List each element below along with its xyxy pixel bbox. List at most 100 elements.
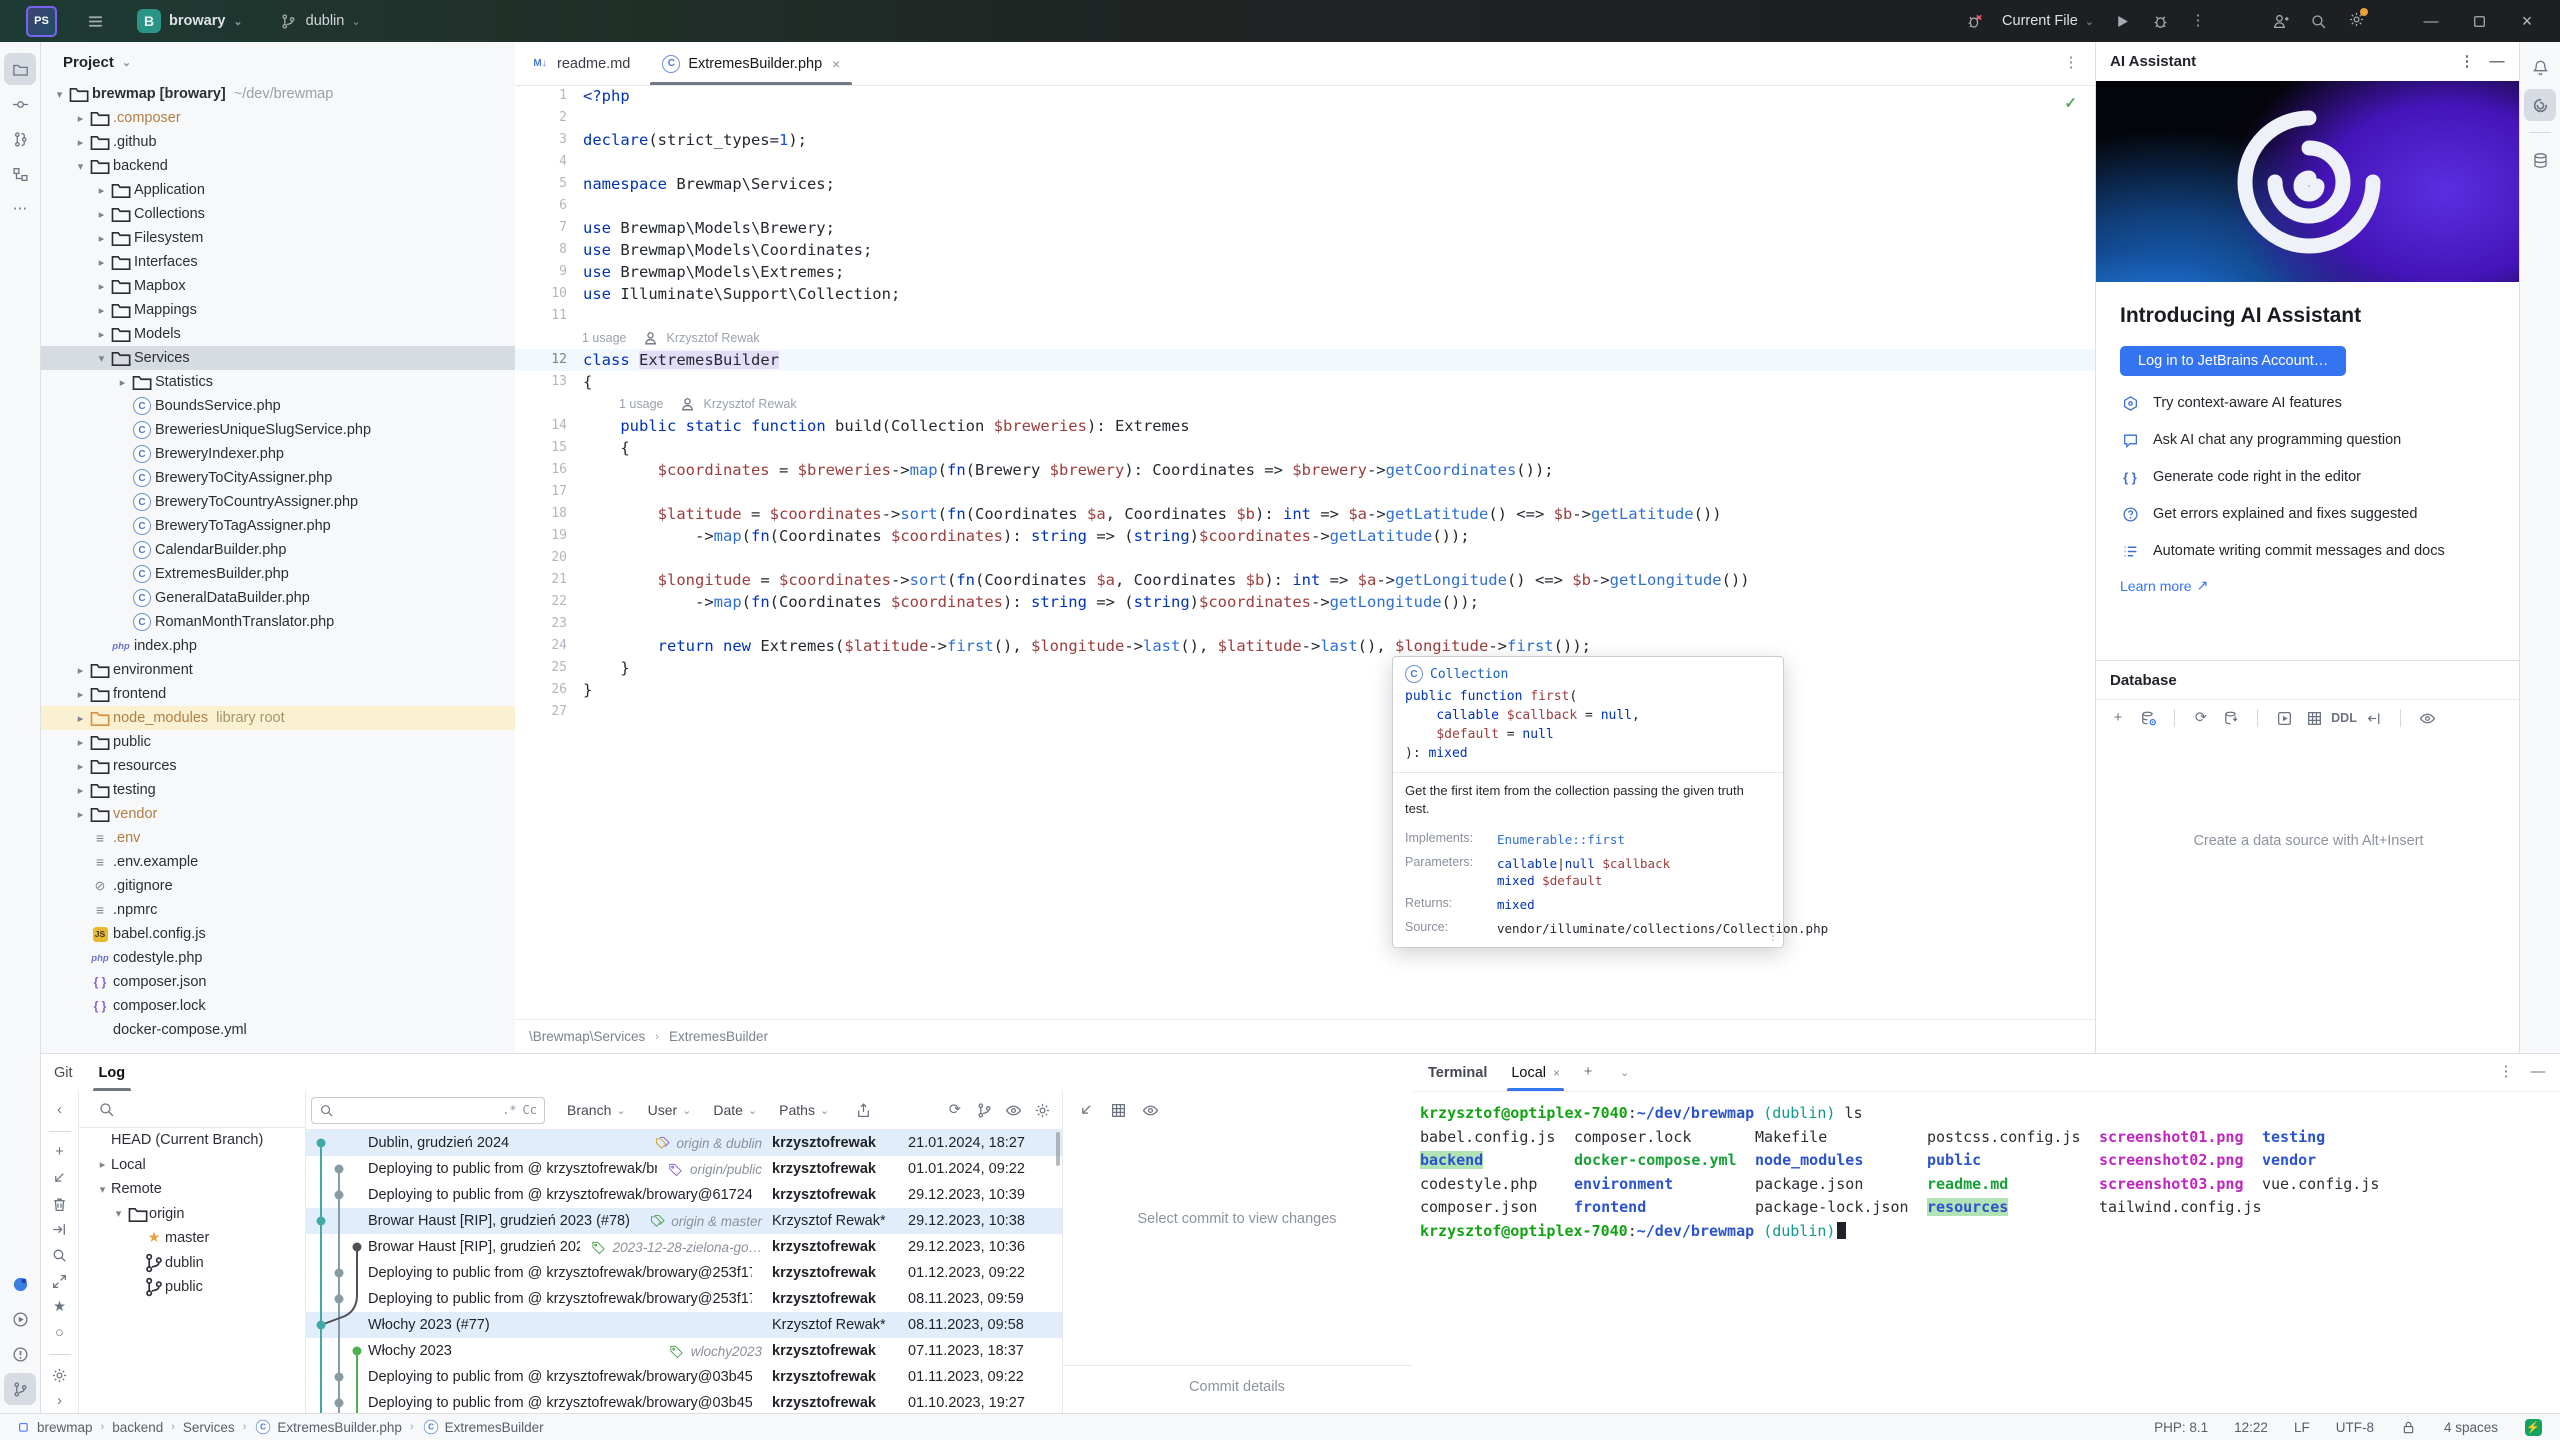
indentation[interactable]: 4 spaces — [2444, 1420, 2498, 1435]
inlay-hint[interactable]: 1 usageKrzysztof Rewak — [515, 393, 2095, 415]
learn-more-link[interactable]: Learn more↗ — [2120, 577, 2208, 594]
hide-branches[interactable]: ‹ — [46, 1098, 74, 1122]
log-settings-icon[interactable] — [1032, 1100, 1052, 1120]
code-line[interactable]: 2 — [515, 107, 2095, 129]
open-table[interactable] — [2304, 708, 2324, 728]
tree-item[interactable]: CCalendarBuilder.php — [41, 538, 515, 562]
code-line[interactable]: 22 ->map(fn(Coordinates $coordinates): s… — [515, 591, 2095, 613]
tree-item[interactable]: ▸frontend — [41, 682, 515, 706]
readonly-toggle[interactable] — [2400, 1419, 2418, 1435]
editor-tab-ExtremesBuilder-php[interactable]: CExtremesBuilder.php× — [646, 42, 856, 85]
tree-chevron-icon[interactable]: ▾ — [72, 160, 89, 173]
commit-search-input[interactable]: .* Cc — [311, 1097, 545, 1124]
tree-item[interactable]: ▾backend — [41, 154, 515, 178]
git-tool[interactable] — [4, 1373, 36, 1405]
git-tab-git[interactable]: Git — [54, 1054, 73, 1091]
tree-item[interactable]: CBreweryToCityAssigner.php — [41, 466, 515, 490]
data-source-properties[interactable] — [2138, 708, 2158, 728]
run-button[interactable] — [2112, 11, 2132, 31]
status-breadcrumb-item[interactable]: CExtremesBuilder — [422, 1419, 544, 1435]
ai-status[interactable]: ⚡ — [2524, 1419, 2542, 1435]
new-data-source[interactable]: + — [2108, 708, 2128, 728]
caret-position[interactable]: 12:22 — [2234, 1420, 2268, 1435]
tree-item[interactable]: ≡.env.example — [41, 850, 515, 874]
tree-item[interactable]: ▸vendor — [41, 802, 515, 826]
line-separator[interactable]: LF — [2294, 1420, 2310, 1435]
refresh[interactable]: ⟳ — [2191, 708, 2211, 728]
tree-chevron-icon[interactable]: ▸ — [72, 760, 89, 773]
problems-tool[interactable] — [4, 1338, 36, 1370]
close-button[interactable]: × — [2512, 11, 2542, 32]
pull-requests-tool[interactable] — [4, 123, 36, 155]
editor-tab-readme-md[interactable]: M↓readme.md — [515, 42, 646, 85]
inlay-hint[interactable]: 1 usageKrzysztof Rewak — [515, 327, 2095, 349]
tree-item[interactable]: CGeneralDataBuilder.php — [41, 586, 515, 610]
tree-chevron-icon[interactable]: ▸ — [72, 808, 89, 821]
tree-item[interactable]: ▸Filesystem — [41, 226, 515, 250]
tree-chevron-icon[interactable]: ▸ — [72, 736, 89, 749]
code-with-me-icon[interactable] — [2270, 11, 2290, 31]
branch-chevron-icon[interactable]: ▾ — [94, 1183, 111, 1196]
code-line[interactable]: 15 { — [515, 437, 2095, 459]
collapse-icon[interactable] — [1076, 1100, 1096, 1120]
maximize-button[interactable] — [2464, 11, 2494, 31]
branch-search[interactable] — [78, 1091, 305, 1128]
commit-row[interactable]: Deploying to public from @ krzysztofrewa… — [305, 1156, 1062, 1182]
navigate-to[interactable]: ○ — [46, 1321, 74, 1345]
settings[interactable] — [46, 1364, 74, 1388]
new-terminal-icon[interactable]: + — [1578, 1063, 1598, 1083]
generate-ddl[interactable]: DDL — [2334, 708, 2354, 728]
terminal-options-icon[interactable]: ⋮ — [2496, 1063, 2516, 1083]
commit-row[interactable]: Deploying to public from @ krzysztofrewa… — [305, 1260, 1062, 1286]
code-line[interactable]: 26} — [515, 679, 2095, 701]
chevron-down-icon[interactable]: ⌄ — [122, 56, 131, 69]
vcs-widget[interactable]: dublin ⌄ — [279, 11, 361, 31]
ai-options-icon[interactable]: ⋮ — [2457, 52, 2477, 72]
tree-chevron-icon[interactable]: ▸ — [72, 112, 89, 125]
php-version[interactable]: PHP: 8.1 — [2154, 1420, 2208, 1435]
breadcrumb-item[interactable]: ExtremesBuilder — [669, 1029, 768, 1044]
branch-item[interactable]: HEAD (Current Branch) — [78, 1128, 305, 1153]
tree-item[interactable]: ▸Application — [41, 178, 515, 202]
tree-item[interactable]: ≡.npmrc — [41, 898, 515, 922]
code-line[interactable]: 7use Brewmap\Models\Brewery; — [515, 217, 2095, 239]
minimize-button[interactable]: — — [2416, 13, 2446, 30]
commit-row[interactable]: Deploying to public from @ krzysztofrewa… — [305, 1364, 1062, 1390]
popup-scrollbar[interactable]: ⋮ — [1767, 929, 1779, 943]
structure-tool[interactable] — [4, 158, 36, 190]
debug-button[interactable] — [2150, 11, 2170, 31]
terminal-tab-local[interactable]: Local × — [1507, 1054, 1564, 1091]
code-line[interactable]: 13{ — [515, 371, 2095, 393]
login-jetbrains-button[interactable]: Log in to JetBrains Account… — [2120, 346, 2346, 376]
code-line[interactable]: 9use Brewmap\Models\Extremes; — [515, 261, 2095, 283]
group-by-icon[interactable] — [1108, 1100, 1128, 1120]
terminal-hide-icon[interactable]: — — [2528, 1063, 2548, 1083]
favorite[interactable]: ★ — [46, 1295, 74, 1319]
tree-item[interactable]: ▸.github — [41, 130, 515, 154]
navigate-back[interactable] — [2364, 708, 2384, 728]
tree-item[interactable]: CBreweryIndexer.php — [41, 442, 515, 466]
tree-item[interactable]: ▸testing — [41, 778, 515, 802]
branch-chevron-icon[interactable]: ▸ — [94, 1158, 111, 1171]
run-configuration-select[interactable]: Current File ⌄ — [2002, 13, 2094, 29]
tree-chevron-icon[interactable]: ▸ — [72, 664, 89, 677]
tree-item[interactable]: ▸node_moduleslibrary root — [41, 706, 515, 730]
code-line[interactable]: 25 } — [515, 657, 2095, 679]
search-everywhere-icon[interactable] — [2308, 11, 2328, 31]
tree-item[interactable]: ▸environment — [41, 658, 515, 682]
code-line[interactable]: 17 — [515, 481, 2095, 503]
tree-item[interactable]: ⊘.gitignore — [41, 874, 515, 898]
filter-branch[interactable]: Branch⌄ — [567, 1102, 626, 1118]
tree-chevron-icon[interactable]: ▸ — [72, 136, 89, 149]
run-tool[interactable] — [4, 1303, 36, 1335]
usages-hint[interactable]: 1 usage — [582, 331, 626, 345]
chevron-down-icon[interactable]: ⌄ — [1620, 1066, 1629, 1079]
tree-item[interactable]: CBreweryToTagAssigner.php — [41, 514, 515, 538]
tree-chevron-icon[interactable]: ▸ — [72, 784, 89, 797]
file-encoding[interactable]: UTF-8 — [2336, 1420, 2374, 1435]
code-line[interactable]: 27 — [515, 701, 2095, 723]
tree-item[interactable]: CRomanMonthTranslator.php — [41, 610, 515, 634]
intellisort-icon[interactable] — [974, 1100, 994, 1120]
tree-item[interactable]: CExtremesBuilder.php — [41, 562, 515, 586]
code-line[interactable]: 20 — [515, 547, 2095, 569]
